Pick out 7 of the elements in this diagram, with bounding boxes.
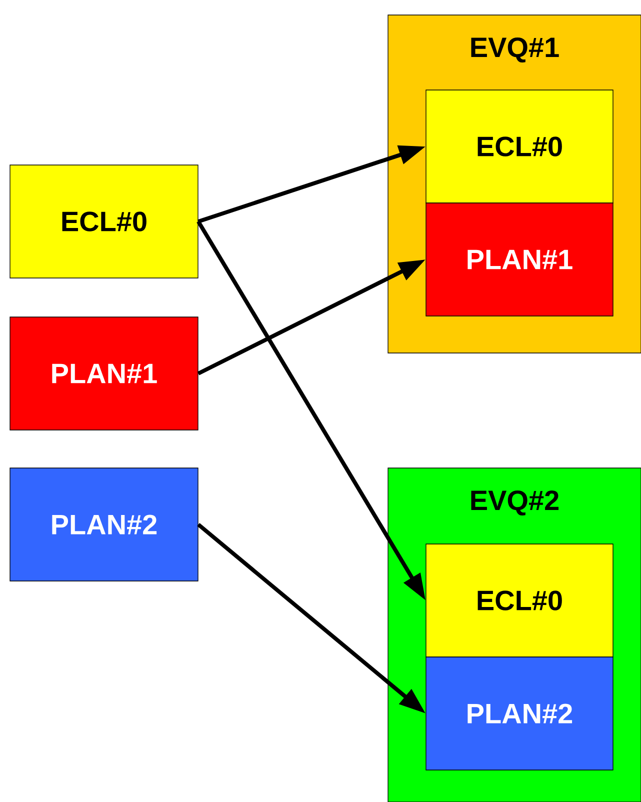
process-box: PLAN#2 bbox=[10, 468, 198, 582]
process-box: ECL#0 bbox=[426, 90, 614, 204]
process-box: ECL#0 bbox=[10, 164, 198, 278]
process-box: ECL#0 bbox=[426, 544, 614, 658]
process-box: PLAN#2 bbox=[426, 656, 614, 770]
process-box: PLAN#1 bbox=[426, 202, 614, 316]
process-box: PLAN#1 bbox=[10, 316, 198, 430]
